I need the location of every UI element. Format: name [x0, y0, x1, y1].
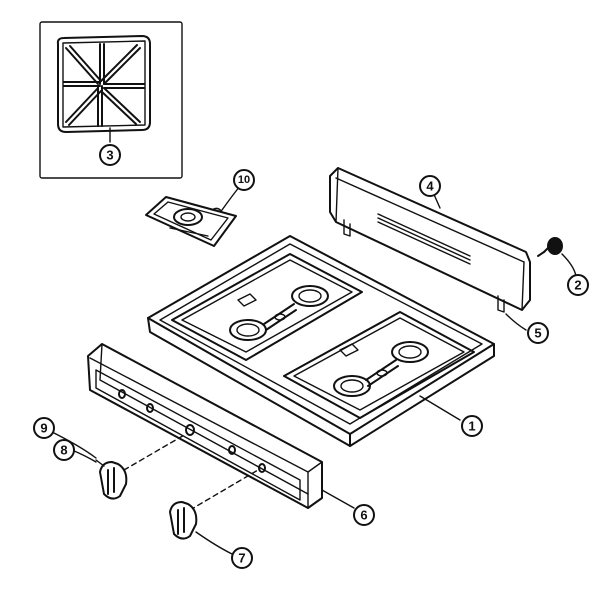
callout-6-label: 6: [360, 508, 367, 523]
knob-holes: [118, 389, 266, 473]
callout-3-label: 3: [106, 148, 113, 163]
callout-7: 7: [231, 547, 253, 569]
callout-9: 9: [33, 417, 55, 439]
callout-10: 10: [233, 169, 255, 191]
backguard-panel: [329, 167, 531, 313]
callout-1-label: 1: [468, 419, 475, 434]
callout-4: 4: [419, 175, 441, 197]
callout-3: 3: [99, 144, 121, 166]
burner-plate: [145, 196, 237, 247]
callout-6: 6: [353, 504, 375, 526]
callout-10-label: 10: [238, 174, 250, 186]
backguard-knob: [537, 237, 563, 257]
control-panel: [87, 343, 323, 509]
callout-5-label: 5: [534, 326, 541, 341]
callout-8: 8: [53, 439, 75, 461]
callout-5: 5: [527, 322, 549, 344]
right-burner-well: [283, 311, 475, 419]
callout-2-label: 2: [574, 278, 581, 293]
callout-8-label: 8: [60, 443, 67, 458]
callout-7-label: 7: [238, 551, 245, 566]
control-knob-left: [95, 459, 128, 500]
backguard-vent: [377, 213, 471, 265]
callout-9-label: 9: [40, 421, 47, 436]
callout-4-label: 4: [426, 179, 434, 194]
grate-inset: 3: [39, 21, 183, 179]
burner-grate: [56, 35, 151, 133]
left-burner-well: [171, 253, 363, 361]
control-knob-right: [169, 501, 198, 540]
callout-2: 2: [567, 274, 589, 296]
cooktop: [147, 235, 495, 447]
callout-1: 1: [461, 415, 483, 437]
